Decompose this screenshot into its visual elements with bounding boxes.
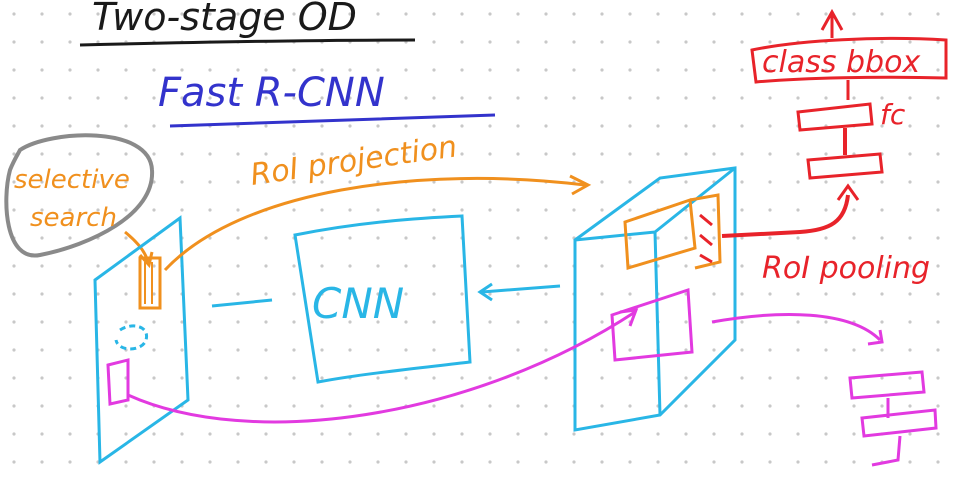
subtitle-underline (169, 113, 496, 128)
input-image-frame (93, 215, 190, 465)
selective-search-label-line2: search (30, 203, 117, 233)
cnn-input-connector (211, 298, 273, 308)
subtitle: Fast R-CNN (158, 70, 385, 116)
roi-projection-arrowhead (569, 174, 592, 196)
page-title: Two-stage OD (92, 0, 357, 39)
second-roi-projection-arrow (127, 310, 636, 424)
title-underline (79, 38, 416, 47)
image-second-proposal (106, 358, 130, 406)
selective-search-ring (4, 133, 155, 258)
feature-map-second-roi (610, 287, 694, 362)
second-roi-pooling-arrowhead (867, 329, 884, 346)
feature-map (573, 166, 737, 432)
head-output-label: class bbox (762, 45, 920, 80)
input-image (93, 215, 190, 465)
feature-map-roi (623, 197, 697, 270)
feature-map-roi-hatch (699, 213, 713, 264)
subtitle-group: Fast R-CNN (158, 70, 496, 128)
image-proposal-hatch (144, 262, 153, 304)
fc-vector (796, 102, 874, 132)
image-object-scribble (114, 324, 149, 351)
roi-pooling-label: RoI pooling (762, 251, 930, 286)
feature-map-outline (573, 166, 737, 432)
selective-search-group: selective search (4, 133, 155, 269)
roi-pooling-arrowhead (836, 183, 860, 201)
roi-pooling-group: RoI pooling (721, 183, 930, 286)
title-group: Two-stage OD (79, 0, 416, 47)
head-output-box (750, 36, 948, 84)
pooled-vector (806, 152, 884, 180)
second-roi-path (127, 308, 938, 467)
image-proposal-box (138, 256, 162, 310)
feature-map-roi-side (689, 193, 722, 270)
cnn-label: CNN (312, 279, 404, 328)
roi-pooling-arrow (721, 194, 850, 238)
selective-search-label-line1: selective (14, 165, 130, 195)
cnn-block: CNN (211, 214, 561, 384)
cnn-box (293, 214, 472, 384)
second-fc-vector (860, 408, 938, 438)
cnn-output-connector (481, 284, 561, 294)
second-roi-projection-arrowhead (619, 308, 639, 327)
second-pooled-vector (848, 370, 926, 400)
cnn-output-arrowhead (477, 282, 493, 302)
second-roi-pooling-arrow (711, 313, 882, 342)
roi-projection-arrow (163, 176, 586, 272)
detection-head: fc class bbox (750, 8, 948, 180)
fc-label: fc (880, 98, 906, 131)
second-output-stem (871, 435, 902, 467)
